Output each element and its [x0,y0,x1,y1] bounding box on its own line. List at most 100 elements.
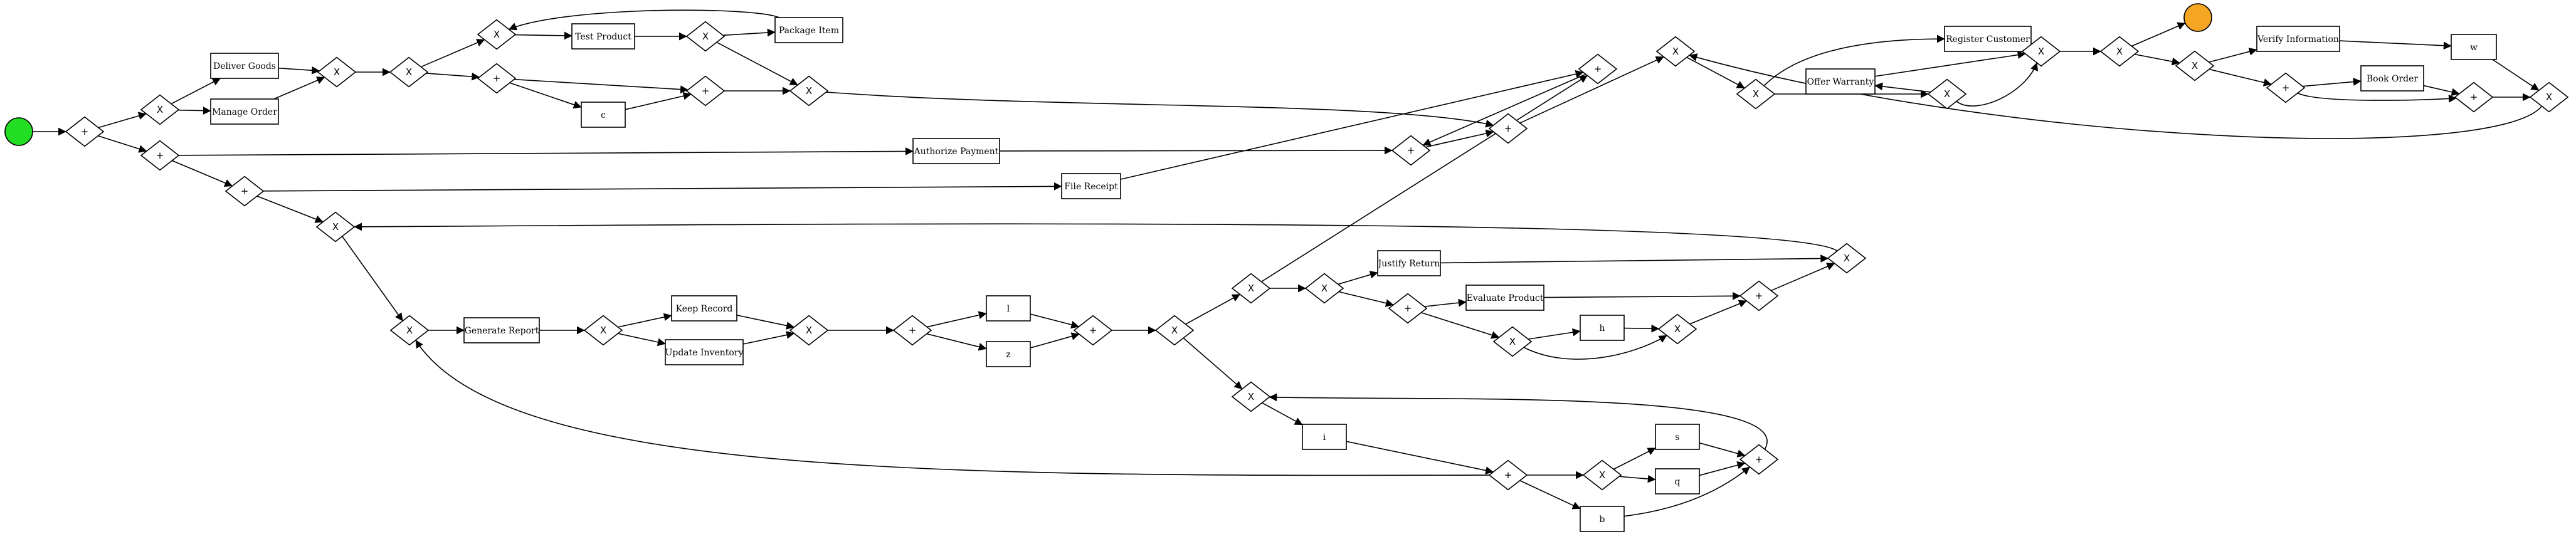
exclusive-gateway: X [1582,459,1622,491]
gateway-diamond [1927,78,1967,110]
task-label: Keep Record [676,304,733,314]
parallel-gateway: + [1488,459,1528,491]
sequence-flow-g26-t_keep [618,313,672,328]
sequence-flow-g17-g18 [2134,53,2180,66]
gateway-diamond [1231,381,1271,412]
task-box [2256,26,2340,52]
gateway-marker: X [1944,88,1950,100]
sequence-flow-g2-t_deliver [171,78,221,105]
gateway-marker: X [406,325,413,336]
sequence-flow-t_c-g9 [625,92,692,110]
gateway-diamond [1154,315,1195,346]
exclusive-gateway: X [1736,78,1776,110]
gateway-diamond [892,315,932,346]
gateway-diamond [1304,273,1344,304]
sequence-flow-t_verify-t_w [2339,40,2452,50]
gateway-diamond [2175,50,2215,81]
task-label: File Receipt [1064,182,1118,192]
task-label: Test Product [575,32,631,42]
task-deliver: Deliver Goods [210,53,279,79]
exclusive-gateway: X [1657,313,1697,345]
gateway-diamond [1657,313,1697,345]
gateway-diamond [583,315,623,346]
sequence-flow-g1-g3 [98,135,147,153]
parallel-gateway: + [1388,293,1428,324]
task-box [665,339,744,365]
gateway-marker: + [1407,145,1415,156]
gateway-marker: + [1504,469,1512,481]
exclusive-gateway: X [1655,36,1696,67]
task-label: Book Order [2367,74,2418,84]
task-label: i [1323,432,1326,442]
task-justify: Justify Return [1377,250,1441,276]
sequence-flow-g41-g38 [1269,393,1768,450]
gateway-diamond [1827,243,1867,274]
sequence-flow-g38-t_i [1262,402,1303,426]
sequence-flow-g3-t_auth [178,147,914,156]
parallel-gateway: + [2266,72,2306,103]
gateway-marker: X [806,85,812,97]
gateway-marker: X [1248,283,1254,294]
sequence-flow-g40-t_q [1619,474,1656,483]
task-i: i [1302,424,1347,450]
gateway-marker: X [1844,253,1850,264]
task-box [1580,506,1625,532]
task-box [210,53,279,79]
sequence-flow-t_deliver-g4 [278,66,320,75]
sequence-flow-g33-t_eval [1424,298,1467,307]
gateway-marker: + [2470,92,2478,103]
sequence-flow-t_keep-g27 [736,315,794,330]
task-box [671,295,737,322]
task-keep: Keep Record [671,295,737,322]
sequence-flow-t_file-g13 [1120,70,1584,180]
task-box [912,138,1000,164]
task-h: h [1580,315,1625,341]
task-label: c [601,110,606,120]
exclusive-gateway: X [789,75,829,107]
sequence-flow-t_w-g20 [2492,59,2540,91]
task-label: Authorize Payment [914,147,999,157]
sequence-flow-g11-g12 [1425,129,1494,148]
gateway-marker: X [1171,325,1178,336]
exclusive-gateway: X [1231,381,1271,412]
sequence-flow-g34-t_h [1528,328,1581,340]
task-box [986,295,1031,322]
gateway-marker: X [702,31,709,42]
gateway-marker: X [1672,46,1679,57]
gateway-marker: X [1321,283,1328,294]
gateway-marker: X [1753,88,1759,100]
gateway-marker: + [1755,290,1763,301]
parallel-gateway: + [1578,53,1618,85]
sequence-flow-g5-g6 [421,39,485,68]
sequence-flow-t_package-g6 [508,9,779,31]
exclusive-gateway: X [2529,81,2569,113]
gateway-diamond [1578,53,1618,85]
gateway-marker: + [1594,63,1602,75]
gateway-diamond [317,56,357,88]
sequence-flow-t_justify-g37 [1440,254,1829,264]
sequence-flow-g28-t_l [927,311,987,328]
gateway-marker: X [806,325,812,336]
exclusive-gateway: X [1304,273,1344,304]
sequence-flow-t_auth-g11 [999,146,1393,155]
task-label: Generate Report [465,326,539,336]
task-box [571,23,635,50]
task-label: Update Inventory [665,348,744,358]
task-box [2360,65,2424,92]
task-label: Manage Order [212,107,277,117]
sequence-flow-g39-g25 [415,340,1490,476]
gateway-diamond [1739,280,1779,311]
sequence-flow-g39-t_b [1519,480,1581,510]
exclusive-gateway: X [2099,36,2140,67]
gateway-diamond [477,19,517,50]
sequence-flow-t_offer-g16 [1874,51,2026,77]
task-box [986,341,1031,367]
sequence-flow-g6-t_test [515,31,573,40]
exclusive-gateway: X [583,315,623,346]
gateway-diamond [1488,113,1528,144]
sequence-flow-t_q-g41 [1699,461,1746,476]
task-book: Book Order [2360,65,2424,92]
sequence-flow-t_h-g35 [1623,324,1660,333]
